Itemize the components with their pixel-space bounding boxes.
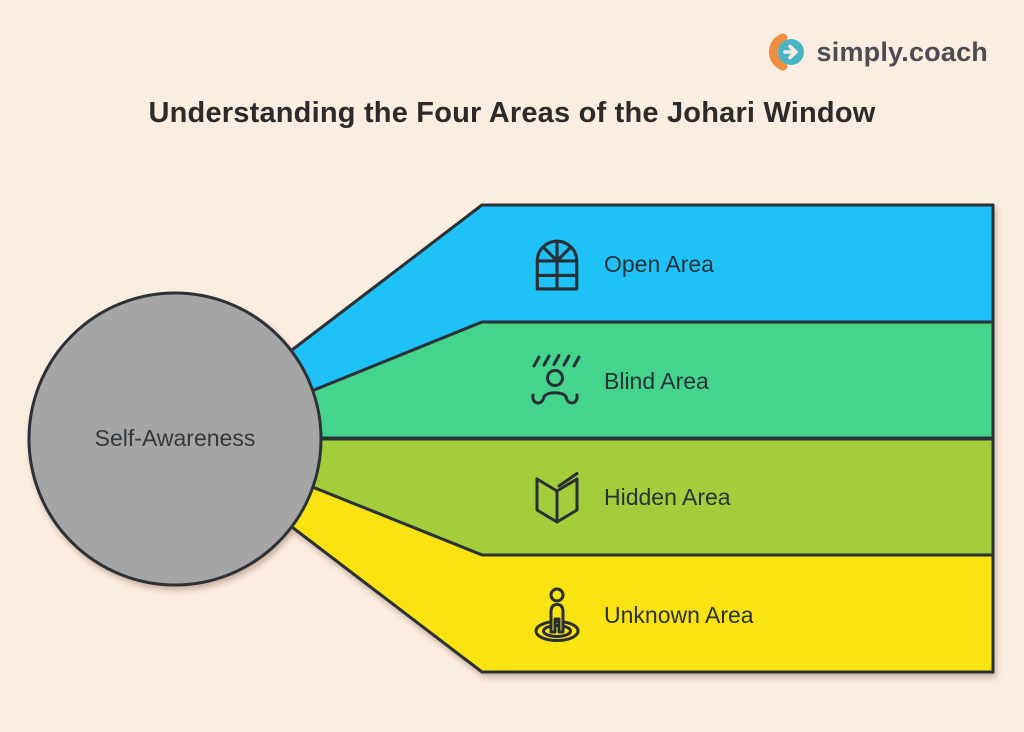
window-icon bbox=[528, 236, 586, 292]
self-awareness-label: Self-Awareness bbox=[94, 425, 256, 451]
band-row-unknown: Unknown Area bbox=[528, 585, 754, 645]
spotlight-person-icon bbox=[528, 585, 586, 645]
page-title: Understanding the Four Areas of the Joha… bbox=[148, 97, 876, 129]
brand-logo: simply.coach bbox=[763, 29, 988, 75]
self-awareness-circle bbox=[27, 291, 323, 587]
band-row-hidden: Hidden Area bbox=[528, 469, 731, 525]
band-row-open: Open Area bbox=[528, 236, 714, 292]
band-label-open: Open Area bbox=[604, 250, 714, 277]
brand-name: simply.coach bbox=[816, 36, 988, 67]
shrug-person-icon bbox=[528, 352, 586, 410]
band-label-hidden: Hidden Area bbox=[604, 483, 731, 510]
band-row-blind: Blind Area bbox=[528, 352, 709, 410]
simply-coach-logo-icon bbox=[768, 33, 804, 71]
band-label-unknown: Unknown Area bbox=[604, 601, 754, 628]
band-label-blind: Blind Area bbox=[604, 367, 709, 394]
open-book-icon bbox=[528, 469, 586, 525]
